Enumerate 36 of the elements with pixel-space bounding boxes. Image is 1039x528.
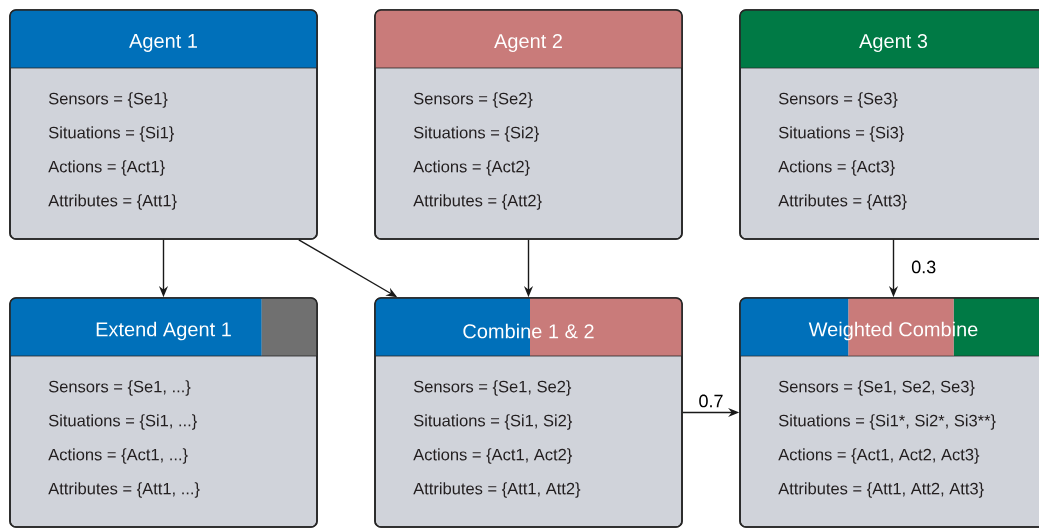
attribute-line: Situations = {Si1} xyxy=(48,126,174,142)
agent-card xyxy=(739,9,1039,240)
agent-card xyxy=(739,297,1039,528)
edge-label: 0.7 xyxy=(697,393,725,409)
attribute-line: Situations = {Si1*, Si2*, Si3**} xyxy=(778,414,996,430)
attribute-line: Situations = {Si1, ...} xyxy=(48,414,197,430)
attribute-line: Attributes = {Att3} xyxy=(778,194,907,210)
attribute-line: Actions = {Act1, ...} xyxy=(48,448,188,464)
attribute-line: Attributes = {Att1, Att2, Att3} xyxy=(778,482,984,498)
attribute-line: Actions = {Act1} xyxy=(48,160,165,176)
attribute-line: Situations = {Si2} xyxy=(413,126,539,142)
attribute-line: Attributes = {Att2} xyxy=(413,194,542,210)
agent-card xyxy=(9,9,318,240)
card-title: Extend Agent 1 xyxy=(96,321,231,341)
attribute-line: Sensors = {Se1} xyxy=(48,92,168,108)
agent-card xyxy=(374,297,683,528)
attribute-line: Actions = {Act3} xyxy=(778,160,895,176)
agent-card xyxy=(9,297,318,528)
agent-card xyxy=(374,9,683,240)
attribute-line: Actions = {Act1, Act2, Act3} xyxy=(778,448,980,464)
attribute-line: Sensors = {Se1, Se2} xyxy=(413,380,572,396)
card-title: Agent 2 xyxy=(494,33,562,53)
attribute-line: Actions = {Act1, Act2} xyxy=(413,448,573,464)
attribute-line: Sensors = {Se2} xyxy=(413,92,533,108)
edge-label: 0.3 xyxy=(910,259,938,275)
attribute-line: Situations = {Si1, Si2} xyxy=(413,414,573,430)
attribute-line: Sensors = {Se1, Se2, Se3} xyxy=(778,380,975,396)
attribute-line: Actions = {Act2} xyxy=(413,160,530,176)
card-title: Agent 1 xyxy=(129,34,197,52)
attribute-line: Attributes = {Att1, ...} xyxy=(48,482,200,498)
card-title: Agent 3 xyxy=(859,33,928,53)
attribute-line: Attributes = {Att1, Att2} xyxy=(413,482,581,498)
attribute-line: Sensors = {Se1, ...} xyxy=(48,380,191,396)
attribute-line: Situations = {Si3} xyxy=(778,126,904,142)
attribute-line: Sensors = {Se3} xyxy=(778,92,898,108)
attribute-line: Attributes = {Att1} xyxy=(48,194,177,210)
